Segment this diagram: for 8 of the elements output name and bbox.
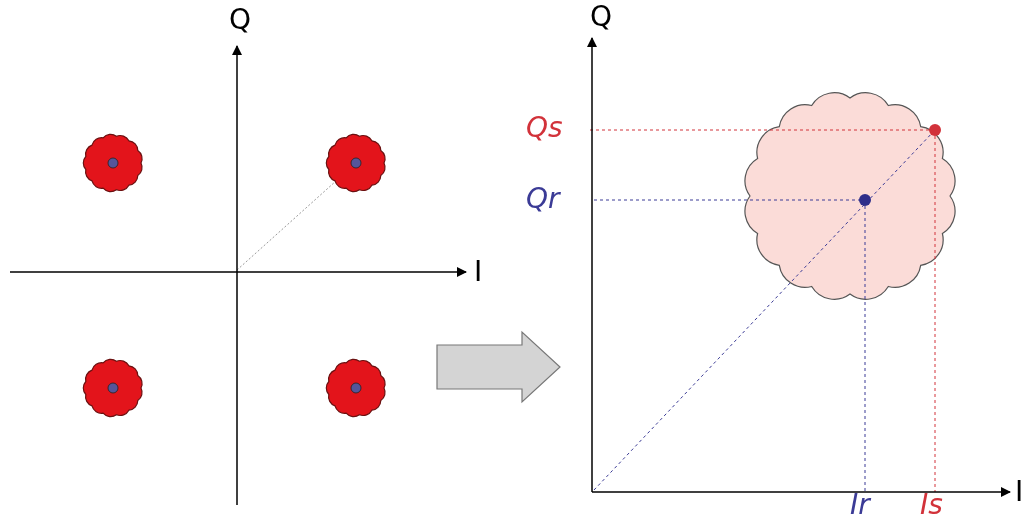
axis-label: I — [474, 257, 483, 287]
axis-value-label: Qr — [526, 184, 560, 214]
axis-label: Q — [229, 5, 252, 35]
axis-label: Q — [590, 2, 613, 32]
axis-label: I — [1015, 477, 1024, 507]
axis-value-label: Qs — [526, 113, 563, 143]
axis-value-label: Is — [920, 490, 943, 515]
axis-value-label: Ir — [850, 490, 870, 515]
